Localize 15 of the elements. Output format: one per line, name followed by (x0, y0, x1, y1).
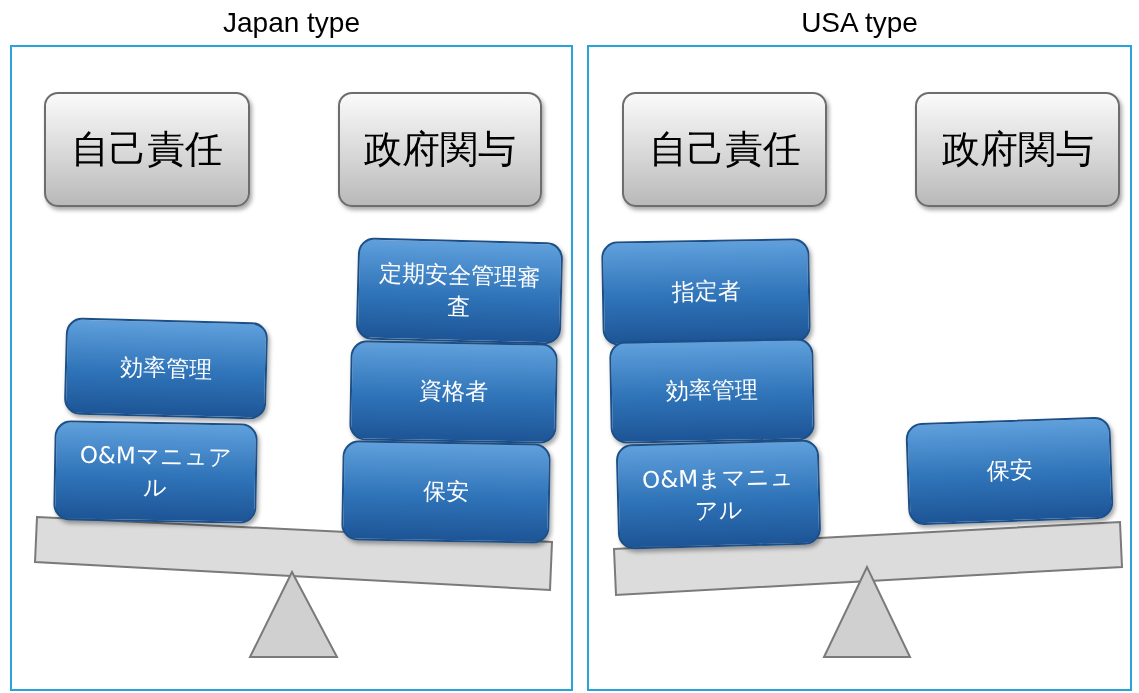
weight-block: O&Mまマニュアル (615, 439, 822, 550)
heading-box: 政府関与 (338, 92, 542, 207)
weight-block: 効率管理 (609, 338, 815, 444)
weight-block: 保安 (341, 440, 551, 544)
heading-box: 自己責任 (622, 92, 827, 207)
weight-block: 定期安全管理審査 (355, 237, 564, 345)
panel-title: Japan type (222, 7, 361, 39)
panel-title: USA type (800, 7, 919, 39)
heading-box: 自己責任 (44, 92, 250, 207)
weight-block: 指定者 (601, 238, 811, 346)
weight-block: 資格者 (349, 340, 558, 444)
weight-block: 効率管理 (63, 317, 269, 420)
weight-block: 保安 (905, 416, 1114, 526)
weight-block: O&Mマニュアル (53, 420, 258, 524)
heading-box: 政府関与 (915, 92, 1120, 207)
